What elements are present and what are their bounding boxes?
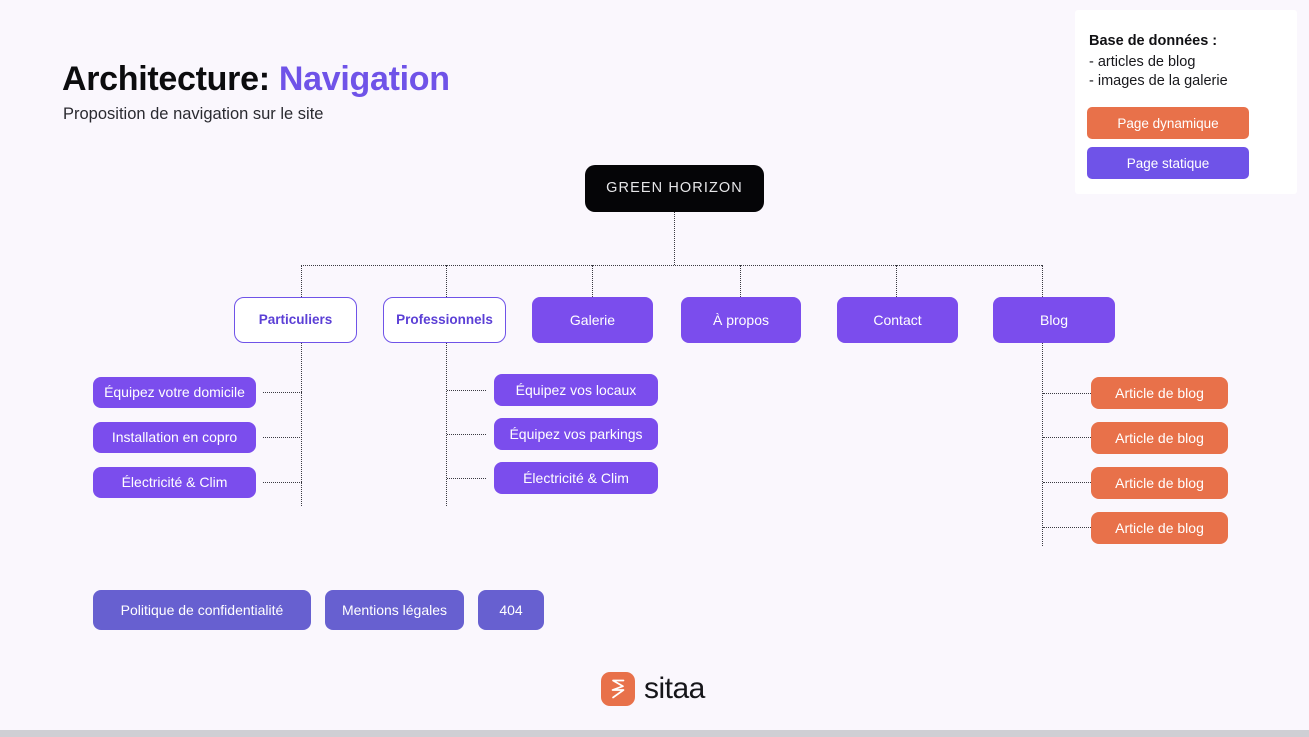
sitaa-wordmark: sitaa xyxy=(644,672,705,705)
connector-bus-to-blog xyxy=(1042,265,1043,297)
connector-blog-spine xyxy=(1042,343,1043,546)
connector-bus-to-particuliers xyxy=(301,265,302,297)
node-particuliers-child-equipez-votre-domicile[interactable]: Équipez votre domicile xyxy=(93,377,256,408)
node-utility-mentions-legales[interactable]: Mentions légales xyxy=(325,590,464,630)
connector-blog-child-2 xyxy=(1043,437,1091,438)
connector-professionnels-child-2 xyxy=(447,434,486,435)
page-title-main: Architecture xyxy=(62,60,259,98)
legend-item-blog-articles: - articles de blog xyxy=(1089,54,1196,70)
node-nav-blog[interactable]: Blog xyxy=(993,297,1115,343)
connector-particuliers-child-1 xyxy=(263,392,302,393)
legend-chip-static-page: Page statique xyxy=(1087,147,1249,179)
node-professionnels-child-equipez-vos-parkings[interactable]: Équipez vos parkings xyxy=(494,418,658,450)
node-utility-politique-de-confidentialite[interactable]: Politique de confidentialité xyxy=(93,590,311,630)
connector-bus-to-contact xyxy=(896,265,897,297)
connector-blog-child-1 xyxy=(1043,393,1091,394)
node-nav-galerie[interactable]: Galerie xyxy=(532,297,653,343)
connector-bus-to-professionnels xyxy=(446,265,447,297)
node-utility-404[interactable]: 404 xyxy=(478,590,544,630)
node-nav-professionnels[interactable]: Professionnels xyxy=(383,297,506,343)
connector-professionnels-spine xyxy=(446,343,447,506)
node-blog-article-1[interactable]: Article de blog xyxy=(1091,377,1228,409)
node-professionnels-child-equipez-vos-locaux[interactable]: Équipez vos locaux xyxy=(494,374,658,406)
connector-bus-to-galerie xyxy=(592,265,593,297)
legend-title: Base de données : xyxy=(1089,33,1218,49)
footer-logo: sitaa xyxy=(601,672,705,706)
connector-particuliers-child-2 xyxy=(263,437,302,438)
legend-item-gallery-images: - images de la galerie xyxy=(1089,73,1228,89)
node-particuliers-child-installation-en-copro[interactable]: Installation en copro xyxy=(93,422,256,453)
page-title: Architecture: Navigation xyxy=(62,60,450,99)
connector-particuliers-child-3 xyxy=(263,482,302,483)
legend-chip-dynamic-page: Page dynamique xyxy=(1087,107,1249,139)
bottom-strip xyxy=(0,730,1309,737)
node-root-green-horizon[interactable]: GREEN HORIZON xyxy=(585,165,764,212)
node-nav-a-propos[interactable]: À propos xyxy=(681,297,801,343)
node-nav-contact[interactable]: Contact xyxy=(837,297,958,343)
connector-nav-bus xyxy=(301,265,1042,266)
node-particuliers-child-electricite-et-clim[interactable]: Électricité & Clim xyxy=(93,467,256,498)
connector-blog-child-4 xyxy=(1043,527,1091,528)
page-title-separator: : xyxy=(258,60,270,98)
connector-professionnels-child-3 xyxy=(447,478,486,479)
sitaa-logo-icon xyxy=(601,672,635,706)
connector-particuliers-spine xyxy=(301,343,302,506)
connector-blog-child-3 xyxy=(1043,482,1091,483)
node-nav-particuliers[interactable]: Particuliers xyxy=(234,297,357,343)
connector-root-to-bus xyxy=(674,212,675,265)
node-blog-article-4[interactable]: Article de blog xyxy=(1091,512,1228,544)
node-blog-article-3[interactable]: Article de blog xyxy=(1091,467,1228,499)
page-title-accent: Navigation xyxy=(278,60,450,98)
legend-panel: Base de données : - articles de blog - i… xyxy=(1075,10,1297,194)
connector-professionnels-child-1 xyxy=(447,390,486,391)
node-blog-article-2[interactable]: Article de blog xyxy=(1091,422,1228,454)
page-subtitle: Proposition de navigation sur le site xyxy=(63,105,324,123)
connector-bus-to-apropos xyxy=(740,265,741,297)
node-professionnels-child-electricite-et-clim[interactable]: Électricité & Clim xyxy=(494,462,658,494)
